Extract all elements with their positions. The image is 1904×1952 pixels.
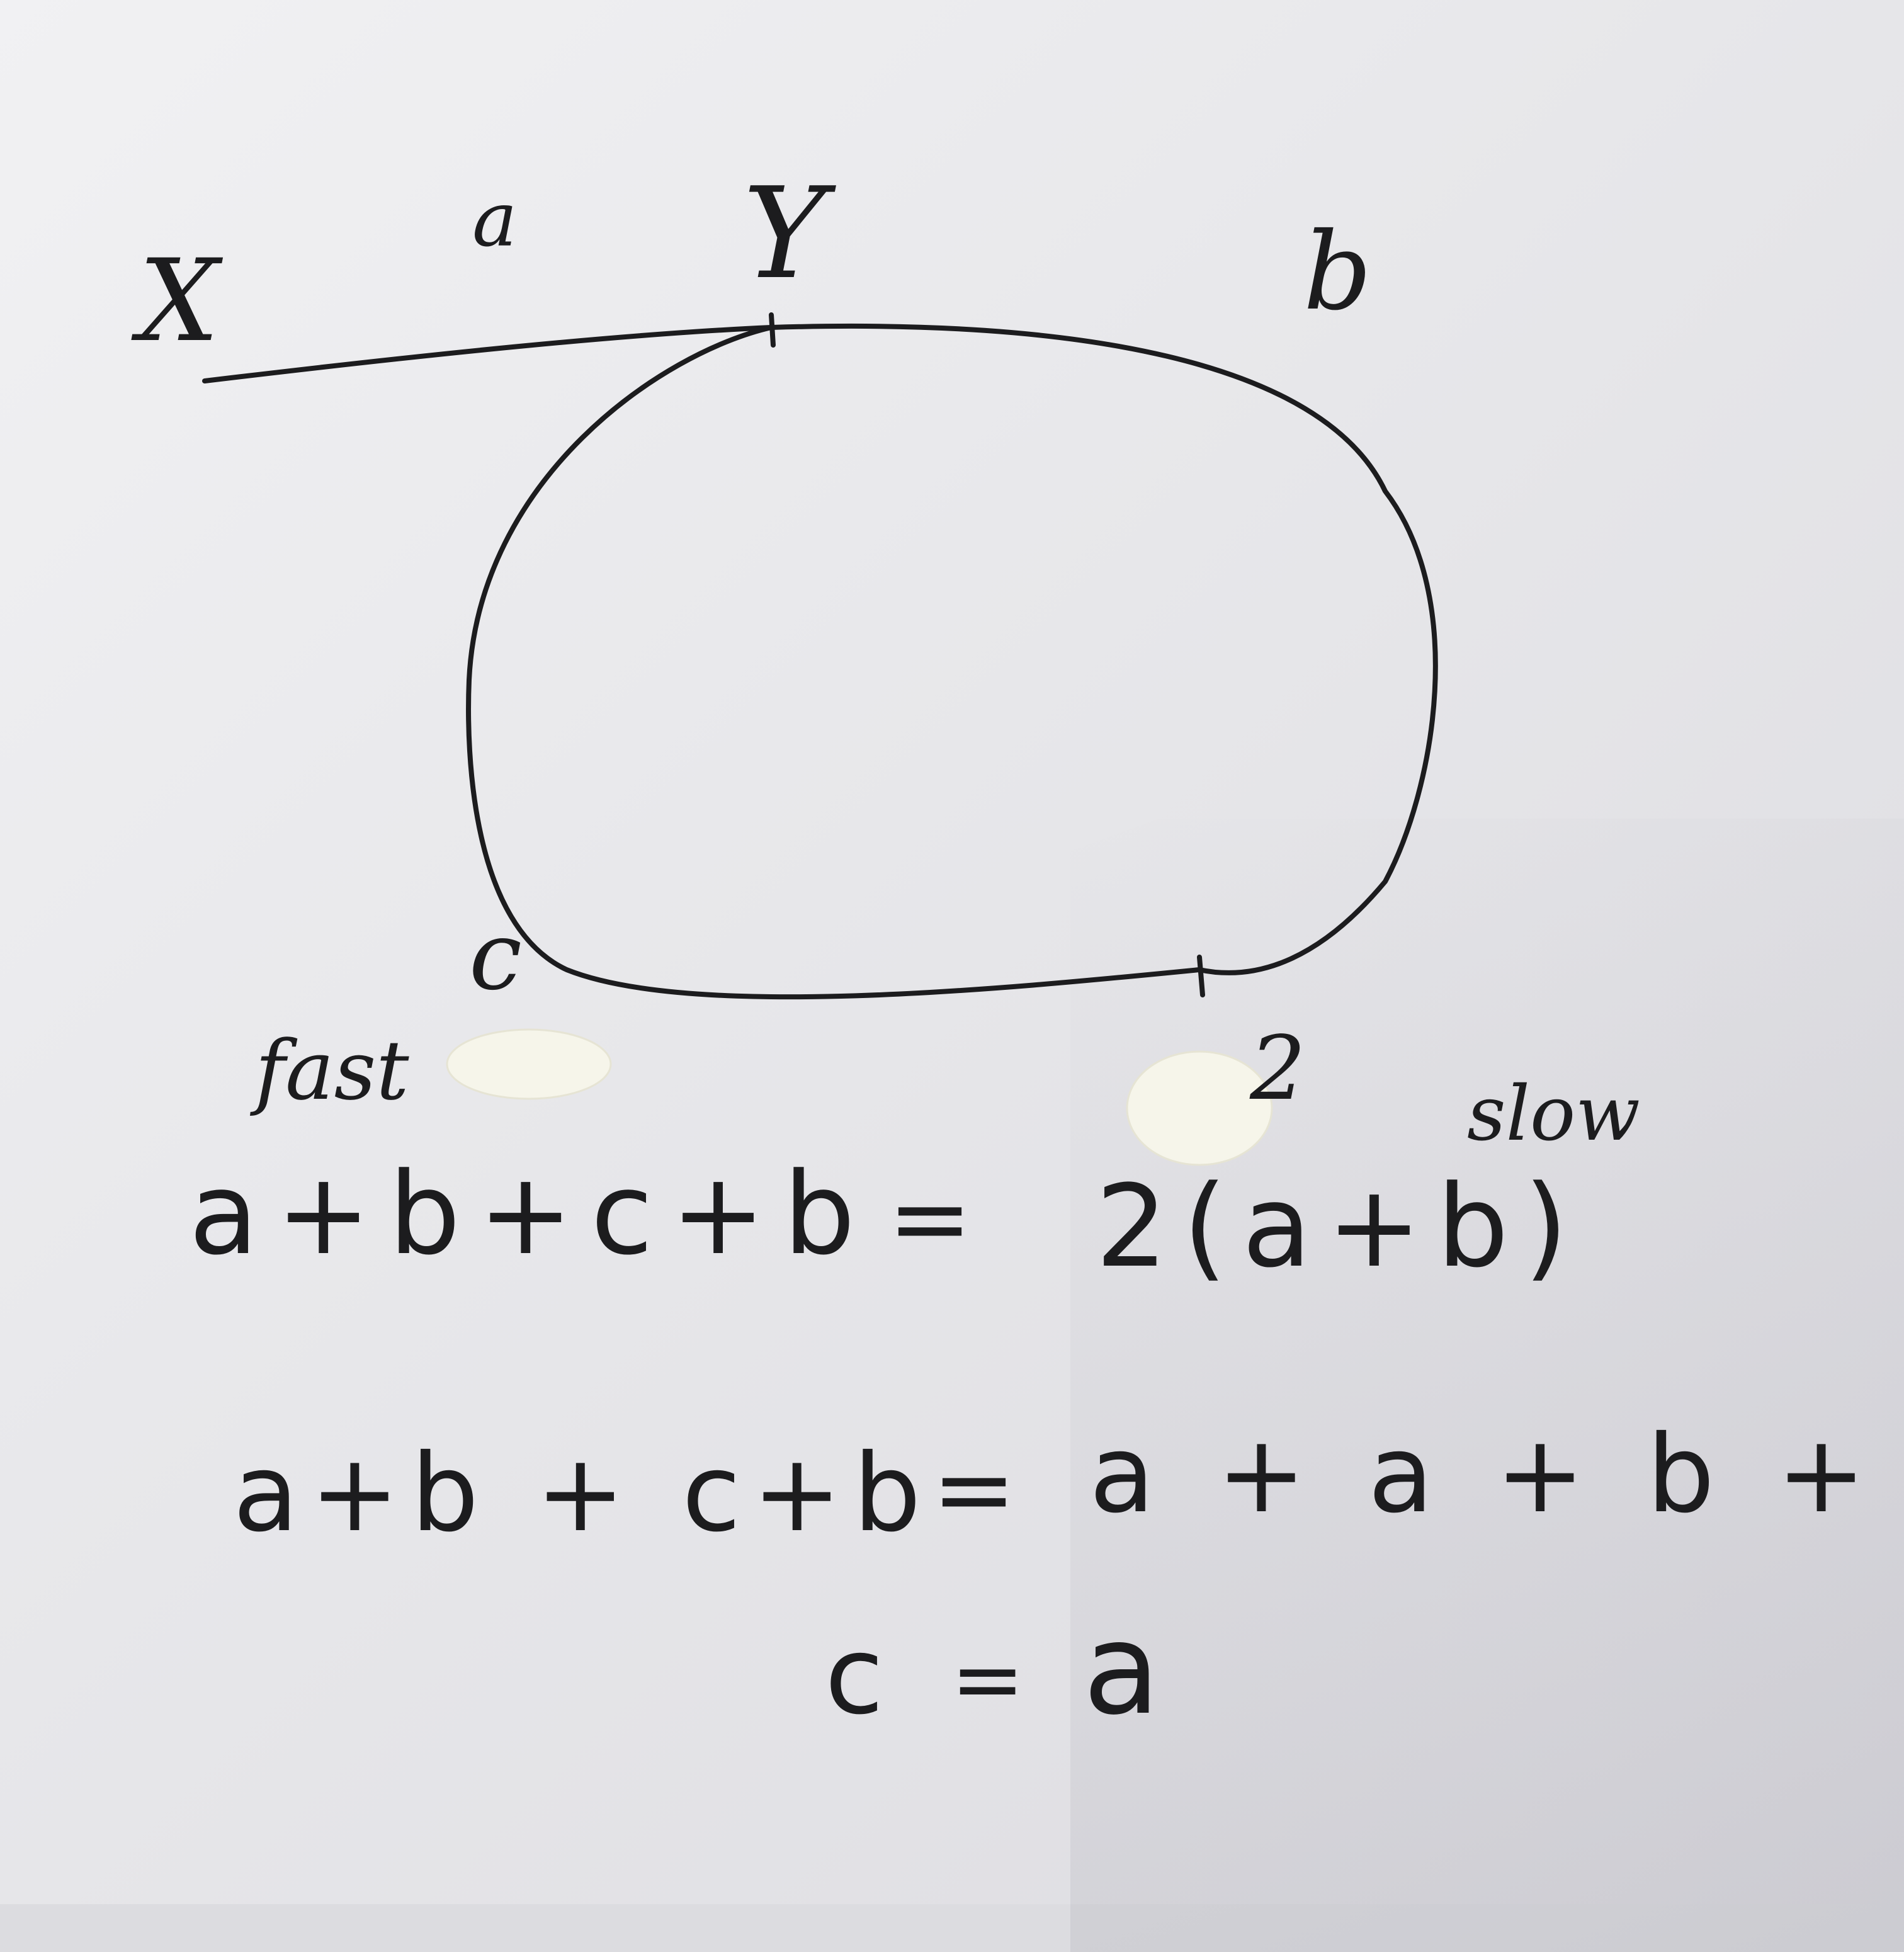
eq3-left: c bbox=[825, 1614, 883, 1739]
eq1-equals: = bbox=[888, 1159, 972, 1277]
eq3-right: a bbox=[1083, 1596, 1160, 1743]
tail-line bbox=[202, 325, 774, 383]
paper-background bbox=[0, 0, 1904, 1904]
label-slow-marker: 2 bbox=[1249, 1018, 1306, 1120]
label-b: b bbox=[1303, 210, 1372, 334]
eq2-left: a+b + c+b bbox=[233, 1431, 932, 1556]
tick-meet bbox=[1197, 955, 1205, 997]
cycle-diagram: X a Y b c fast 2 slow a+b+c+b = 2(a+b) a… bbox=[131, 161, 1904, 1743]
label-a: a bbox=[472, 176, 518, 264]
label-fast: fast bbox=[250, 1023, 409, 1118]
correction-fluid-left bbox=[446, 1028, 612, 1100]
eq2-right: a + a + b + b bbox=[1089, 1412, 1904, 1537]
eq2-equals: = bbox=[932, 1430, 1016, 1548]
cycle-loop bbox=[466, 323, 1438, 1000]
label-slow: slow bbox=[1467, 1070, 1640, 1158]
eq1-right: 2(a+b) bbox=[1096, 1161, 1583, 1293]
label-y: Y bbox=[743, 161, 836, 307]
label-x: X bbox=[131, 235, 224, 367]
correction-fluid-right bbox=[1126, 1050, 1273, 1166]
eq1-left: a+b+c+b bbox=[189, 1149, 873, 1280]
label-c: c bbox=[469, 902, 522, 1011]
tick-y bbox=[769, 312, 776, 348]
eq3-equals: = bbox=[951, 1628, 1024, 1731]
paper-shadow bbox=[1070, 819, 1904, 1952]
